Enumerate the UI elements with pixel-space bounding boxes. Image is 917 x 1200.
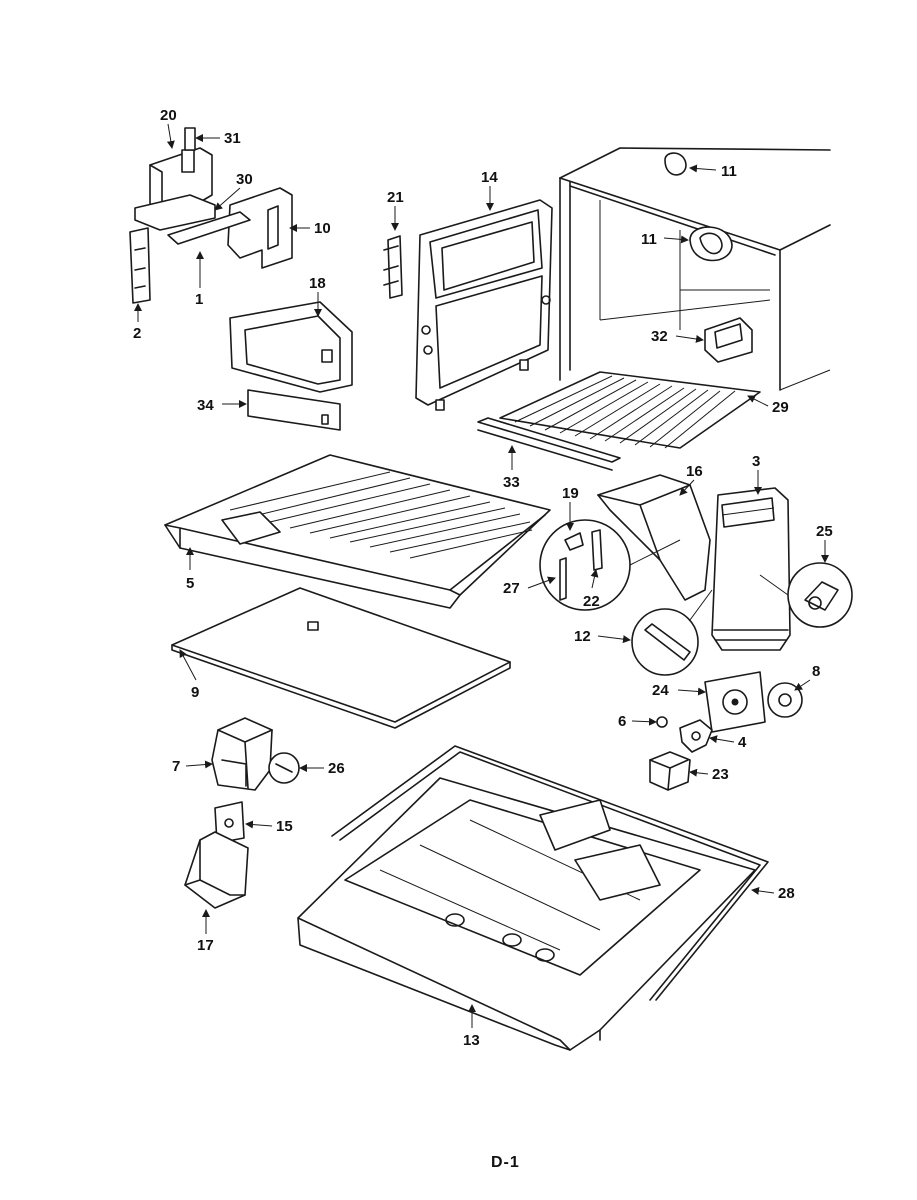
freezer-floor-5 <box>164 454 551 609</box>
callout-7: 7 <box>172 758 180 775</box>
callout-11-upper: 11 <box>721 163 737 180</box>
callout-8: 8 <box>812 663 820 680</box>
callout-14: 14 <box>481 169 498 186</box>
callout-31: 31 <box>224 130 241 147</box>
page-code: D-1 <box>491 1154 520 1171</box>
hinge-bracket-assembly <box>129 127 293 304</box>
callout-29: 29 <box>772 399 789 416</box>
fan-nut-6 <box>656 716 668 728</box>
callout-labels: 20 31 30 10 1 2 21 14 11 11 32 18 34 29 … <box>133 107 833 1049</box>
base-pan-13 <box>297 777 756 1051</box>
callout-32: 32 <box>651 328 668 345</box>
leader-lines <box>134 123 829 1028</box>
callout-4: 4 <box>738 734 747 751</box>
bracket-15 <box>214 801 245 844</box>
fan-motor-23 <box>649 751 691 791</box>
callout-28: 28 <box>778 885 795 902</box>
callout-30: 30 <box>236 171 253 188</box>
callout-27: 27 <box>503 580 520 597</box>
callout-22: 22 <box>583 593 600 610</box>
callout-5: 5 <box>186 575 194 592</box>
callout-3: 3 <box>752 453 760 470</box>
shelf-bar-33 <box>477 417 621 471</box>
callout-12: 12 <box>574 628 591 645</box>
callout-26: 26 <box>328 760 345 777</box>
air-duct-16 <box>597 474 711 601</box>
callout-9: 9 <box>191 684 199 701</box>
door-hinge-21 <box>383 235 403 299</box>
evaporator-cover-3 <box>711 487 791 651</box>
wire-shelf-29 <box>499 371 761 449</box>
ice-chute-7 <box>211 717 273 791</box>
detail-circle-12 <box>631 589 713 676</box>
control-panel-18 <box>229 301 353 393</box>
freezer-door-14 <box>415 199 553 411</box>
detail-circle-19-22-27 <box>539 519 681 611</box>
callout-2: 2 <box>133 325 141 342</box>
panel-insert-34 <box>247 389 341 431</box>
fan-bracket-24 <box>704 671 766 733</box>
insulation-sheet-9 <box>171 587 511 729</box>
callout-19: 19 <box>562 485 579 502</box>
callout-6: 6 <box>618 713 626 730</box>
callout-23: 23 <box>712 766 729 783</box>
callout-10: 10 <box>314 220 331 237</box>
callout-17: 17 <box>197 937 214 954</box>
detail-circle-26 <box>268 752 300 784</box>
callout-20: 20 <box>160 107 177 124</box>
ice-bin-17 <box>184 831 249 909</box>
callout-33: 33 <box>503 474 520 491</box>
callout-1: 1 <box>195 291 203 308</box>
detail-circle-25 <box>759 562 853 628</box>
callout-15: 15 <box>276 818 293 835</box>
gasket-28 <box>331 745 769 1001</box>
callout-11-lower: 11 <box>641 231 657 248</box>
callout-18: 18 <box>309 275 326 292</box>
callout-34: 34 <box>197 397 214 414</box>
cabinet-liner <box>559 147 831 391</box>
callout-25: 25 <box>816 523 833 540</box>
callout-24: 24 <box>652 682 669 699</box>
grommet-8 <box>767 682 803 718</box>
callout-13: 13 <box>463 1032 480 1049</box>
callout-21: 21 <box>387 189 404 206</box>
callout-16: 16 <box>686 463 703 480</box>
fan-blade-4 <box>679 719 713 753</box>
